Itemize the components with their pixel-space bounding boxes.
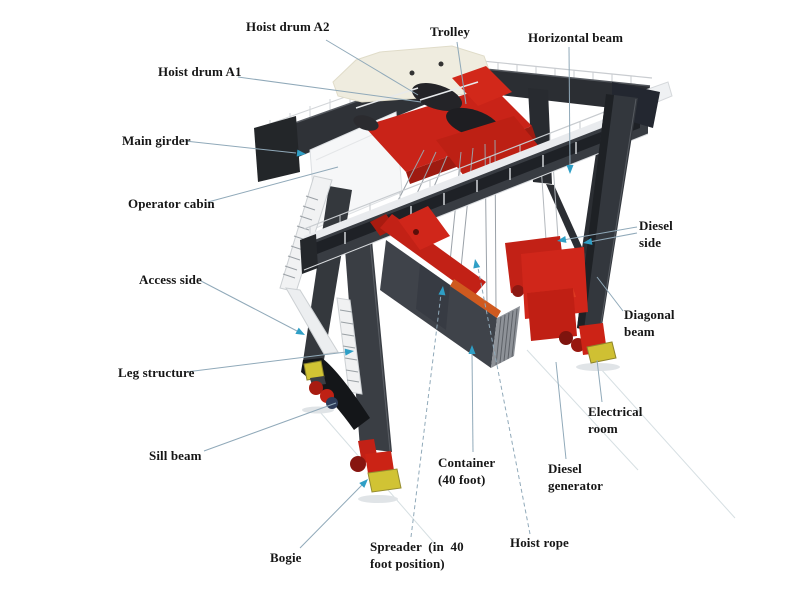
leader-container bbox=[471, 351, 474, 453]
label-leg-structure: Leg structure bbox=[118, 365, 195, 380]
leader-diagonal-beam bbox=[596, 276, 624, 312]
bogie-front-left bbox=[350, 439, 402, 493]
label-horizontal-beam: Horizontal beam bbox=[528, 30, 624, 45]
label-hoist-drum-a1: Hoist drum A1 bbox=[158, 64, 242, 79]
hoist-drum-a2-shape bbox=[411, 83, 463, 111]
leader-main-girder bbox=[184, 140, 297, 154]
leader-leg-structure bbox=[185, 351, 347, 373]
label-spreader: Spreader (in 40 foot position) bbox=[370, 539, 464, 571]
operator-cabin-shape bbox=[254, 116, 300, 182]
label-electrical-room: Electrical room bbox=[588, 404, 643, 436]
label-operator-cabin: Operator cabin bbox=[128, 196, 215, 211]
label-hoist-rope: Hoist rope bbox=[510, 535, 569, 550]
label-diagonal-beam: Diagonal beam bbox=[624, 307, 675, 339]
label-container: Container (40 foot) bbox=[438, 455, 496, 487]
leader-operator-cabin bbox=[207, 166, 339, 203]
leader-electrical-room bbox=[596, 359, 603, 403]
spreader-shape bbox=[370, 206, 486, 296]
leg-structure-front-shape bbox=[344, 236, 392, 452]
leader-lines bbox=[184, 39, 638, 549]
leader-arrowheads bbox=[295, 149, 593, 488]
label-sill-beam: Sill beam bbox=[149, 448, 202, 463]
container-shape bbox=[380, 240, 520, 368]
leader-diesel-side-1 bbox=[562, 226, 638, 241]
leader-access-side bbox=[200, 280, 298, 332]
trolley-shape bbox=[332, 45, 542, 184]
label-access-side: Access side bbox=[139, 272, 202, 287]
diesel-generator-shape bbox=[505, 236, 617, 364]
leader-diesel-side-2 bbox=[588, 232, 638, 243]
label-main-girder: Main girder bbox=[122, 133, 191, 148]
electrical-room-shape bbox=[527, 288, 577, 341]
leader-hoist-drum-a2 bbox=[325, 39, 419, 96]
leader-bogie bbox=[299, 484, 363, 549]
leader-hoist-rope bbox=[477, 267, 531, 535]
leader-horizontal-beam bbox=[568, 46, 571, 168]
label-bogie: Bogie bbox=[270, 550, 302, 565]
label-hoist-drum-a2: Hoist drum A2 bbox=[246, 19, 330, 34]
label-diesel-generator: Diesel generator bbox=[548, 461, 604, 493]
label-trolley: Trolley bbox=[430, 24, 470, 39]
right-frame-leg bbox=[577, 81, 673, 332]
bogie-rear-left bbox=[303, 360, 338, 409]
leader-spreader bbox=[410, 293, 442, 538]
leader-hoist-drum-a1 bbox=[237, 76, 422, 103]
leader-sill-beam bbox=[203, 402, 337, 452]
label-diesel-side: Diesel side bbox=[639, 218, 673, 250]
bogie-front-right bbox=[559, 323, 617, 364]
leader-diesel-generator bbox=[555, 361, 567, 460]
leader-trolley bbox=[456, 41, 467, 105]
